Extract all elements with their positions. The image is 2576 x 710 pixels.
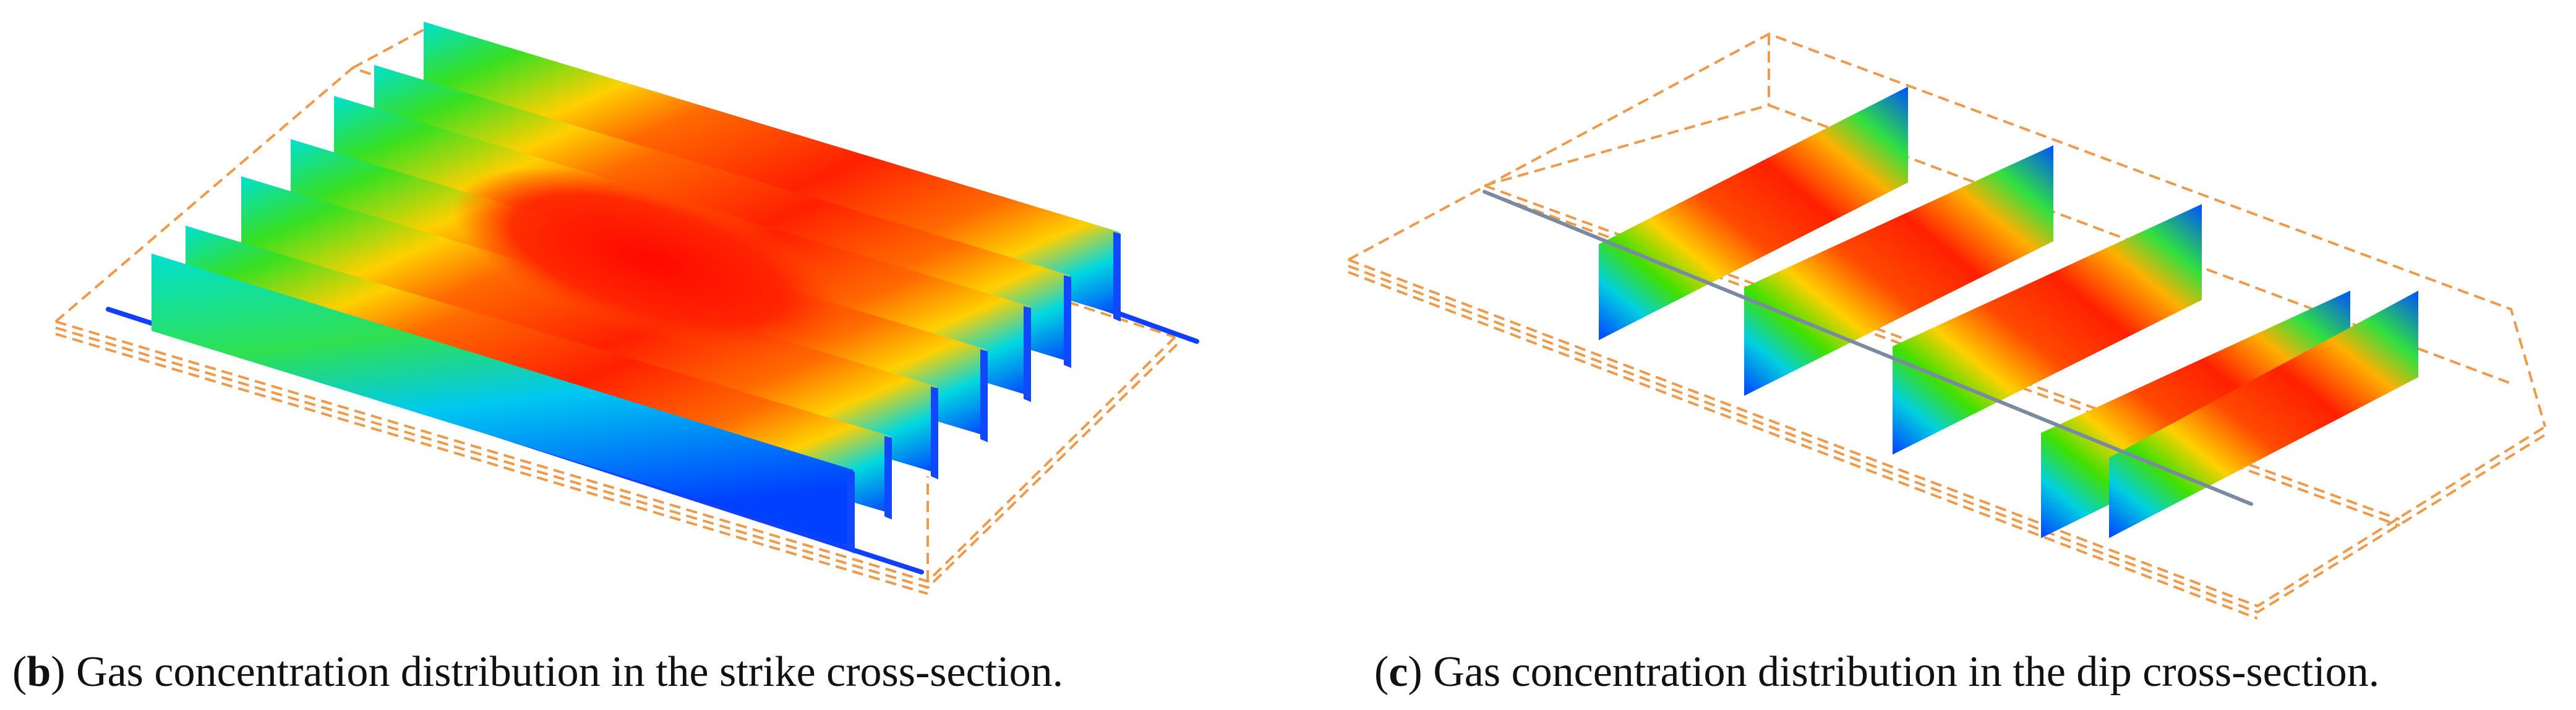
panel-b-strike: [54, 22, 1199, 595]
dip-slice-3: [1893, 204, 2202, 455]
strike-slice-front: [152, 254, 854, 547]
panel-b-slices: [152, 22, 1119, 547]
caption-b: (b) Gas concentration distribution in th…: [12, 648, 1064, 696]
caption-c: (c) Gas concentration distribution in th…: [1374, 648, 2380, 696]
figure-canvas: [54, 22, 2549, 620]
panel-b-outline: [54, 24, 1179, 595]
dip-slice-1: [1599, 87, 1908, 340]
caption-b-letter: b: [27, 648, 51, 696]
dip-slice-2: [1744, 145, 2053, 396]
panel-b-slice-ends: [847, 232, 1121, 554]
strike-high-core: [453, 167, 846, 353]
panel-c-dip: [1348, 32, 2549, 620]
caption-c-letter: c: [1389, 648, 1408, 696]
panel-c-roadway: [1483, 190, 2253, 506]
panel-c-slices: [1599, 87, 2418, 538]
caption-c-text: Gas concentration distribution in the di…: [1422, 648, 2380, 696]
caption-b-text: Gas concentration distribution in the st…: [65, 648, 1064, 696]
